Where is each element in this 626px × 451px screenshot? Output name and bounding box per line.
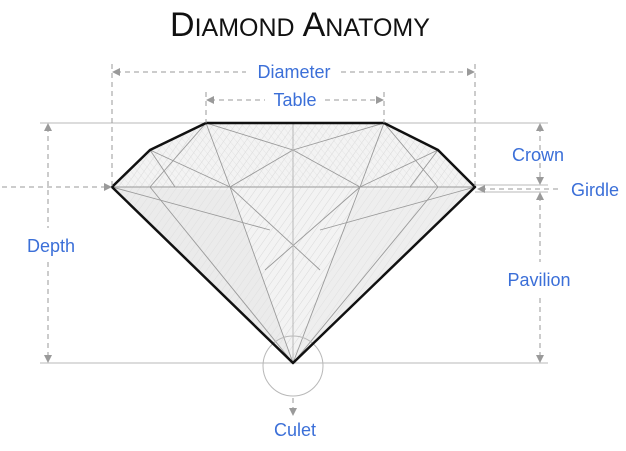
facet-line [319, 186, 476, 231]
depth-arrow-top [44, 123, 52, 131]
crown-arrow-top [536, 123, 544, 131]
facet-line [229, 149, 294, 188]
title-initial-a: A [303, 6, 326, 44]
facet-line [359, 122, 385, 188]
facet-line [111, 186, 271, 231]
girdle-arrow-left [104, 183, 112, 191]
part-labels: Diameter Table Crown Girdle Depth Pavili… [27, 62, 619, 440]
depth-arrow-bottom [44, 355, 52, 363]
label-diameter: Diameter [257, 62, 330, 82]
title-initial-d: D [170, 6, 195, 44]
facet-line [229, 186, 294, 364]
title-rest-anatomy: NATOMY [325, 14, 430, 42]
diagram-title: DIAMOND ANATOMY [170, 6, 430, 44]
label-girdle: Girdle [571, 180, 619, 200]
facet-line [292, 186, 439, 364]
crown-arrow-bottom [536, 177, 544, 185]
facet-line [359, 149, 439, 188]
facet-line [264, 186, 361, 271]
culet-circle [262, 335, 324, 397]
facet-line [205, 122, 231, 188]
culet-arrow [289, 408, 297, 416]
label-culet: Culet [274, 420, 316, 440]
label-table: Table [273, 90, 316, 110]
facet-line [292, 149, 361, 188]
facet-line [229, 186, 321, 271]
table-arrow-left [206, 96, 214, 104]
facet-line [205, 122, 294, 151]
label-crown: Crown [512, 145, 564, 165]
pavilion-arrow-bottom [536, 355, 544, 363]
facet-line [292, 122, 385, 151]
girdle-arrow-right [477, 185, 485, 193]
title-rest-diamond: IAMOND [195, 14, 295, 42]
diameter-arrow-left [112, 68, 120, 76]
label-depth: Depth [27, 236, 75, 256]
facet-line [409, 149, 439, 188]
table-arrow-right [376, 96, 384, 104]
facet-line [149, 149, 231, 188]
facet-line [292, 186, 361, 364]
diamond-outline [110, 121, 477, 365]
facet-line [149, 186, 294, 364]
pavilion-arrow-top [536, 192, 544, 200]
diameter-arrow-right [467, 68, 475, 76]
facet-line [149, 122, 207, 188]
facet-line [149, 149, 176, 188]
label-pavilion: Pavilion [507, 270, 570, 290]
dimension-lines [2, 64, 560, 416]
facet-line [383, 122, 439, 188]
